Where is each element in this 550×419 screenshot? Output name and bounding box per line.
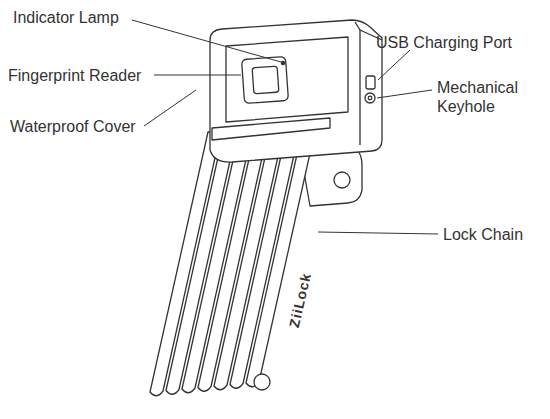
leader-line	[377, 90, 432, 98]
fingerprint-reader	[242, 57, 289, 104]
chain-bar	[246, 122, 317, 387]
part-label: Indicator Lamp	[13, 8, 119, 27]
rivet	[254, 374, 270, 390]
usb-port	[366, 76, 375, 89]
hinge-hole	[334, 172, 350, 188]
leader-line	[144, 90, 196, 126]
leader-line	[154, 75, 241, 76]
part-label: Fingerprint Reader	[8, 66, 141, 85]
keyhole-core	[368, 96, 372, 100]
part-label: Lock Chain	[443, 225, 523, 244]
part-label: USB Charging Port	[376, 33, 512, 52]
brand-mark: ZiiLock	[286, 271, 314, 329]
leader-line	[132, 20, 281, 62]
indicator-lamp	[281, 61, 284, 64]
leader-line	[378, 50, 410, 80]
face-panel	[226, 37, 348, 122]
leader-line	[318, 232, 438, 234]
head-edge	[355, 22, 360, 145]
keyhole	[365, 93, 375, 103]
head-plate	[212, 118, 330, 140]
chain-bars	[150, 122, 317, 396]
part-label: Waterproof Cover	[10, 117, 136, 136]
part-label: Mechanical Keyhole	[437, 78, 533, 116]
leader-lines	[132, 20, 438, 234]
fingerprint-window	[252, 66, 279, 94]
lock-head	[210, 20, 382, 162]
